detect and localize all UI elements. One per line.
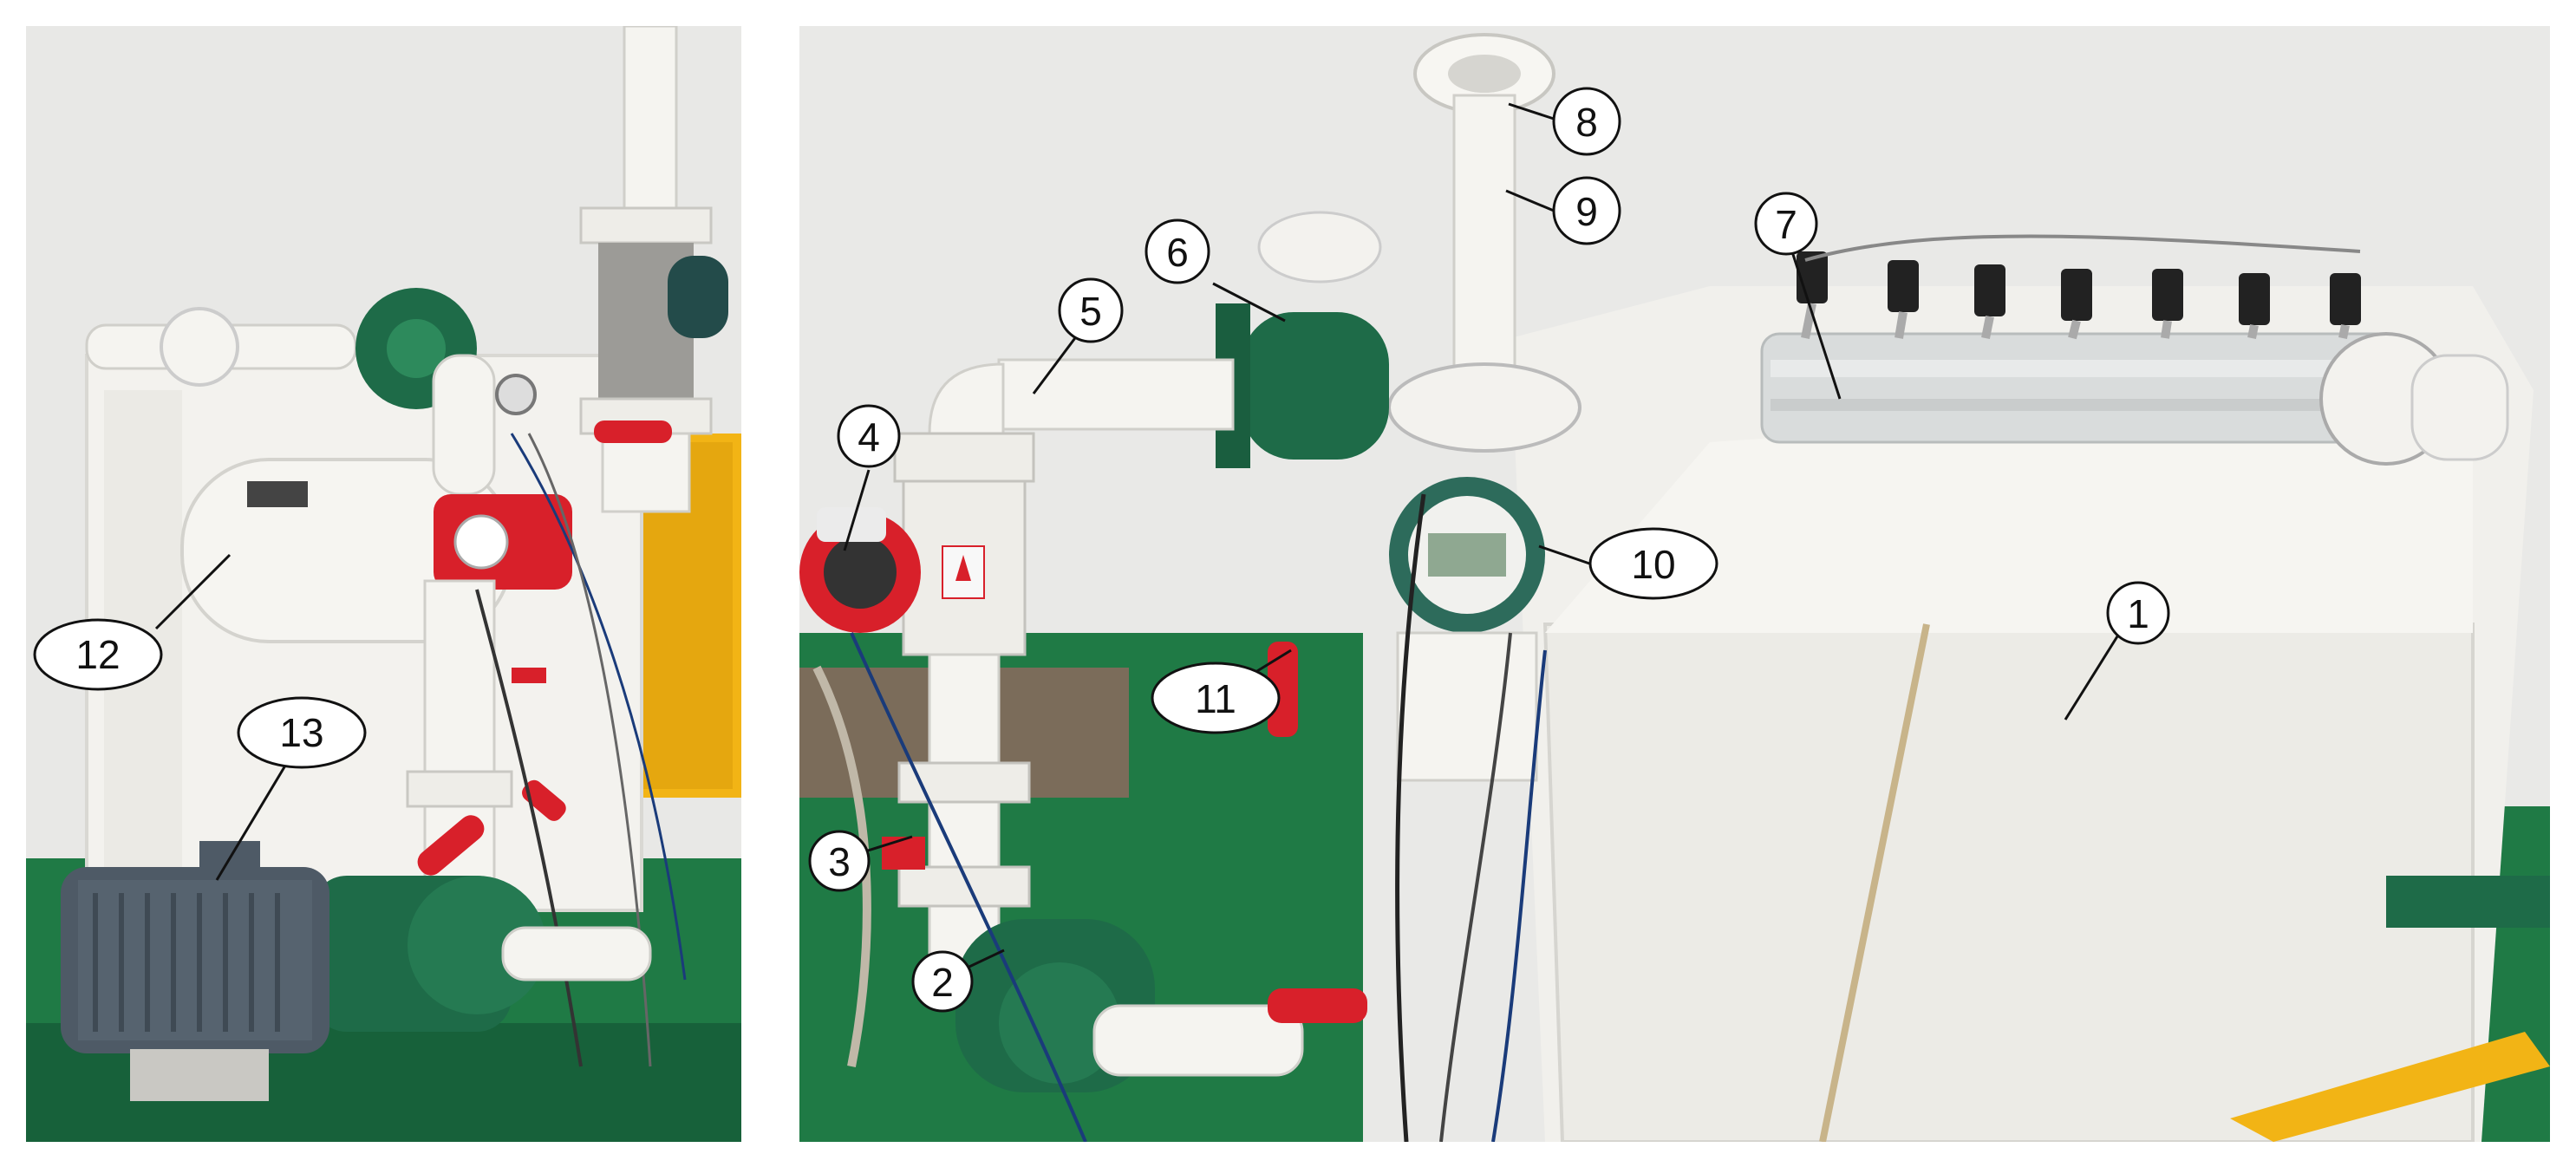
photo-panel-right: 1 2 3 4 5 6 7 8 [799,26,2550,1142]
callout-label-9: 9 [1575,189,1598,234]
callout-label-5: 5 [1079,289,1102,334]
photo-panel-left: 12 13 [26,26,741,1142]
sensor-cables [1804,234,2361,262]
callout-label-7: 7 [1775,202,1797,247]
callout-label-11: 11 [1195,676,1236,721]
green-valve-housing [1242,312,1389,460]
callout-line-12 [154,553,232,630]
callout-label-1: 1 [2127,591,2149,636]
red-valve-handle-top [594,421,672,443]
callout-label-6: 6 [1166,230,1189,275]
left-photo: 12 13 [26,26,741,1142]
level-tube [1819,623,1930,1142]
callout-label-12: 12 [75,632,120,677]
signal-wires [1395,493,1426,1142]
callout-5: 5 [1058,277,1124,343]
callout-label-2: 2 [931,960,954,1005]
callout-12: 12 [33,618,163,691]
callout-7: 7 [1754,192,1818,256]
callout-1: 1 [2106,581,2170,645]
callout-lines [843,102,2132,983]
callout-label-3: 3 [828,839,851,884]
red-valve-handle-bottom [417,815,485,876]
callout-line-13 [215,756,292,881]
yellow-frame [2230,1032,2550,1142]
callout-11: 11 [1151,662,1281,734]
horizontal-pipe [997,358,1235,431]
callout-8: 8 [1552,87,1621,156]
callout-10: 10 [1588,527,1718,600]
right-photo: 1 2 3 4 5 6 7 8 [799,26,2550,1142]
callout-label-10: 10 [1631,542,1675,587]
elbow-pipe [928,362,1005,435]
pressure-gauge [495,374,537,415]
red-valve-handle [1268,642,1298,737]
callout-2: 2 [911,950,974,1013]
callout-3: 3 [808,830,871,892]
transparent-test-tube [1760,332,2405,444]
meter-display [1428,533,1506,577]
sampling-valve [882,837,925,870]
callout-label-13: 13 [279,710,323,755]
callout-label-8: 8 [1575,100,1598,145]
callout-4: 4 [837,404,901,468]
callout-label-4: 4 [858,414,880,460]
vertical-riser-pipe [1452,94,1516,409]
nameplate [247,481,308,507]
callout-6: 6 [1145,218,1210,284]
vertical-riser [623,26,678,218]
callout-13: 13 [237,696,367,769]
callout-9: 9 [1552,176,1621,245]
motor-base [130,1049,269,1101]
